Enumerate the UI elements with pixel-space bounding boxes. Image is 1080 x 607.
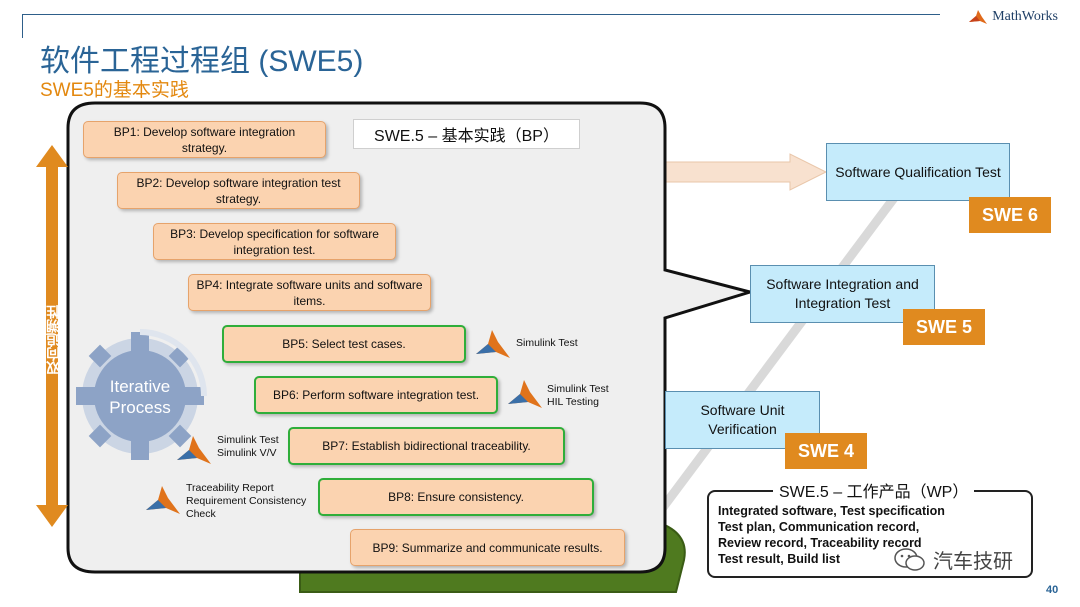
membrane-icon <box>969 10 988 24</box>
watermark-text: 汽车技研 <box>933 551 1013 573</box>
swe5-box: Software Integration and Integration Tes… <box>750 265 935 323</box>
page-subtitle: SWE5的基本实践 <box>40 80 189 101</box>
header-rule <box>22 14 940 15</box>
bp1-box: BP1: Develop software integration strate… <box>83 121 326 158</box>
bp-heading: SWE.5 – 基本实践（BP） <box>353 119 580 149</box>
page-title: 软件工程过程组 (SWE5) <box>40 45 364 78</box>
bp8-tool-label: Traceability Report Requirement Consiste… <box>186 482 307 520</box>
work-product-line: Test plan, Communication record, <box>718 520 920 534</box>
work-product-line: Test result, Build list <box>718 552 841 566</box>
bp4-box: BP4: Integrate software units and softwa… <box>188 274 431 311</box>
bidirectional-traceability-label: 双向追溯性 <box>45 305 61 375</box>
page-number: 40 <box>1046 584 1059 596</box>
arrow-to-swe6 <box>659 153 828 191</box>
swe6-tag: SWE 6 <box>969 197 1051 233</box>
brand-name: MathWorks <box>992 9 1058 24</box>
bp6-box: BP6: Perform software integration test. <box>254 376 498 414</box>
mathworks-logo: MathWorks <box>968 8 1058 26</box>
swe6-box: Software Qualification Test <box>826 143 1010 201</box>
gear-label: Iterative Process <box>95 376 185 418</box>
matlab-logo-icon <box>177 436 211 464</box>
bp2-box: BP2: Develop software integration test s… <box>117 172 360 209</box>
work-product-line: Review record, Traceability record <box>718 536 922 550</box>
watermark: 汽车技研 <box>893 545 1013 574</box>
swe4-box: Software Unit Verification <box>665 391 820 449</box>
bidirectional-arrow <box>36 145 68 527</box>
bp7-tool-label: Simulink Test Simulink V/V <box>217 434 279 459</box>
bp8-box: BP8: Ensure consistency. <box>318 478 594 516</box>
gear-label-line1: Iterative <box>109 377 171 396</box>
swe4-tag: SWE 4 <box>785 433 867 469</box>
bp9-box: BP9: Summarize and communicate results. <box>350 529 625 566</box>
bp5-tool-label: Simulink Test <box>516 337 578 349</box>
gear-icon <box>76 329 207 460</box>
bp6-tool-label: Simulink Test HIL Testing <box>547 383 609 408</box>
work-products-list: Integrated software, Test specification … <box>718 503 945 567</box>
matlab-logo-icon <box>476 330 510 358</box>
work-product-line: Integrated software, Test specification <box>718 504 945 518</box>
matlab-logo-icon <box>146 486 180 514</box>
work-products-heading: SWE.5 – 工作产品（WP） <box>773 478 975 502</box>
bp7-box: BP7: Establish bidirectional traceabilit… <box>288 427 565 465</box>
header-rule-left <box>22 14 23 38</box>
bp5-box: BP5: Select test cases. <box>222 325 466 363</box>
v-model-line <box>616 187 904 568</box>
gear-label-line2: Process <box>109 398 171 417</box>
bp3-box: BP3: Develop specification for software … <box>153 223 396 260</box>
matlab-logo-icon <box>508 380 542 408</box>
swe5-tag: SWE 5 <box>903 309 985 345</box>
wechat-icon <box>894 547 925 571</box>
